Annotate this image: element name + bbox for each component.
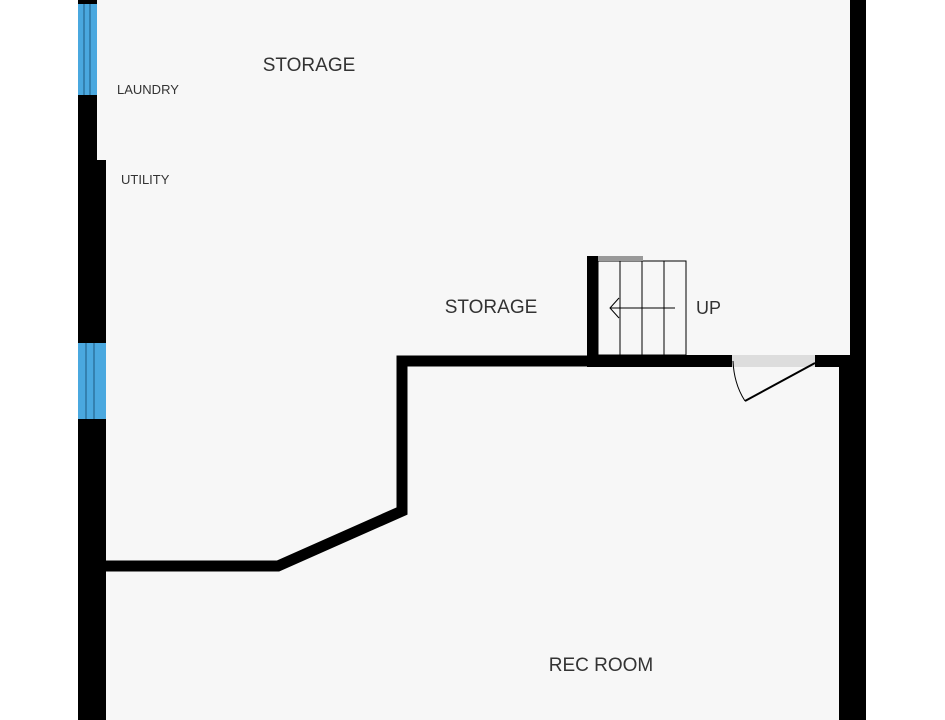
window-upper-left bbox=[78, 4, 97, 95]
interior-wall-right-stub bbox=[815, 355, 851, 367]
stair-arrow-icon bbox=[609, 297, 675, 319]
right-wall-upper bbox=[850, 0, 866, 357]
room-label-utility: UTILITY bbox=[121, 172, 170, 187]
door-icon bbox=[732, 355, 816, 402]
right-wall-lower bbox=[839, 357, 866, 720]
stairs-up-label: UP bbox=[696, 298, 721, 318]
left-wall-lower bbox=[78, 160, 106, 720]
staircase bbox=[597, 256, 687, 356]
interior-wall-under-stairs bbox=[587, 355, 732, 367]
room-label-storage-top: STORAGE bbox=[263, 55, 356, 76]
room-label-laundry: LAUNDRY bbox=[117, 82, 179, 97]
window-lower-left bbox=[78, 343, 106, 419]
room-label-storage-mid: STORAGE bbox=[445, 297, 538, 318]
interior-wall-diagonal bbox=[106, 355, 592, 572]
stair-wall bbox=[587, 256, 598, 361]
room-label-rec-room: REC ROOM bbox=[549, 655, 654, 676]
